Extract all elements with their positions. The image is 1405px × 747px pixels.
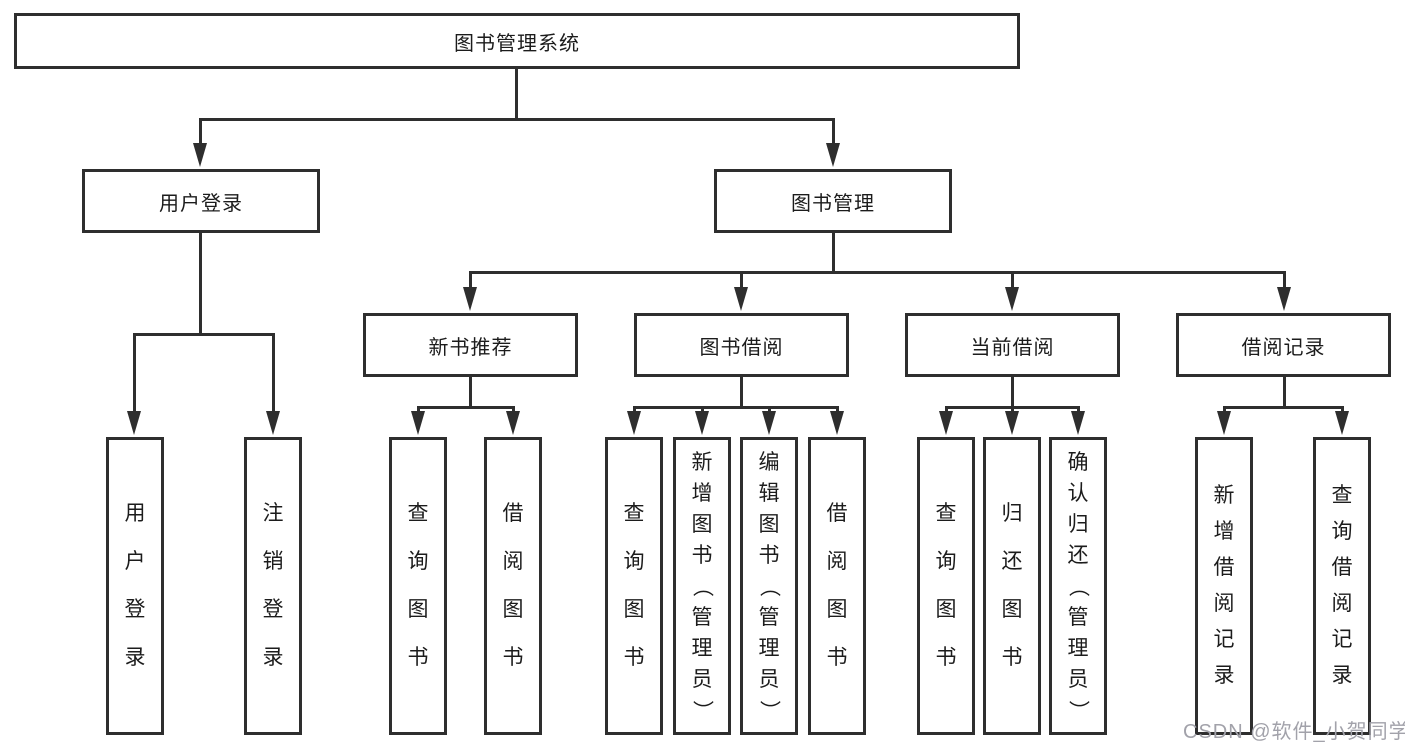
leaf-rec-query-books: 查询图书: [389, 437, 447, 735]
node-user-login: 用户登录: [82, 169, 320, 233]
leaf-borrow-query-books-label: 查询图书: [623, 502, 645, 669]
leaf-rec-borrow-books: 借阅图书: [484, 437, 542, 735]
arrowhead-cb-confirm: [1071, 411, 1085, 435]
node-book-management: 图书管理: [714, 169, 952, 233]
leaf-borrow-books-label: 借阅图书: [826, 502, 848, 669]
leaf-edit-books-admin: 编辑图书（管理员）: [740, 437, 798, 735]
node-borrowing-records: 借阅记录: [1176, 313, 1391, 377]
leaf-query-borrow-record: 查询借阅记录: [1313, 437, 1371, 735]
leaf-logout: 注销登录: [244, 437, 302, 735]
leaf-edit-books-admin-label: 编辑图书（管理员）: [757, 450, 781, 721]
leaf-add-borrow-record-label: 新增借阅记录: [1213, 484, 1235, 687]
node-new-book-recommendation: 新书推荐: [363, 313, 578, 377]
arrowhead-rec-borrow: [506, 411, 520, 435]
leaf-add-books-admin: 新增图书（管理员）: [673, 437, 731, 735]
arrowhead-book-mgmt: [826, 143, 840, 167]
node-book-borrowing-label: 图书借阅: [699, 336, 784, 359]
arrowhead-user-login: [193, 143, 207, 167]
arrowhead-borrow-records: [1277, 287, 1291, 311]
leaf-borrow-books: 借阅图书: [808, 437, 866, 735]
leaf-add-books-admin-label: 新增图书（管理员）: [690, 450, 714, 721]
arrowhead-bb-borrow: [830, 411, 844, 435]
leaf-borrow-query-books: 查询图书: [605, 437, 663, 735]
connector-root-bar: [199, 118, 835, 121]
connector-user-login-stem: [199, 233, 202, 336]
node-new-book-recommendation-label: 新书推荐: [428, 336, 513, 359]
connector-book-mgmt-stem: [832, 233, 835, 274]
leaf-return-books: 归还图书: [983, 437, 1041, 735]
connector-new-book-rec-bar: [417, 406, 515, 409]
leaf-current-query-books-label: 查询图书: [935, 502, 957, 669]
connector-drop-login: [133, 333, 136, 415]
connector-user-login-bar: [133, 333, 275, 336]
connector-root-stem: [515, 69, 518, 121]
connector-drop-book-mgmt: [832, 118, 835, 150]
arrowhead-book-borrow: [734, 287, 748, 311]
leaf-query-borrow-record-label: 查询借阅记录: [1331, 484, 1353, 687]
arrowhead-br-add: [1217, 411, 1231, 435]
node-root-label: 图书管理系统: [454, 32, 580, 55]
connector-drop-book-borrow: [740, 271, 743, 291]
connector-new-book-rec-stem: [469, 377, 472, 409]
arrowhead-bb-edit: [762, 411, 776, 435]
leaf-user-login-label: 用户登录: [124, 502, 146, 669]
connector-drop-current-borrow: [1011, 271, 1014, 291]
leaf-return-books-label: 归还图书: [1001, 502, 1023, 669]
node-current-borrowing-label: 当前借阅: [970, 336, 1055, 359]
leaf-add-borrow-record: 新增借阅记录: [1195, 437, 1253, 735]
leaf-rec-query-books-label: 查询图书: [407, 502, 429, 669]
connector-drop-new-book-rec: [469, 271, 472, 291]
connector-borrow-records-stem: [1283, 377, 1286, 409]
arrowhead-br-query: [1335, 411, 1349, 435]
arrowhead-cb-return: [1005, 411, 1019, 435]
leaf-rec-borrow-books-label: 借阅图书: [502, 502, 524, 669]
leaf-confirm-return-admin: 确认归还（管理员）: [1049, 437, 1107, 735]
node-book-borrowing: 图书借阅: [634, 313, 849, 377]
connector-drop-borrow-records: [1283, 271, 1286, 291]
connector-drop-logout: [272, 333, 275, 415]
node-current-borrowing: 当前借阅: [905, 313, 1120, 377]
arrowhead-rec-query: [411, 411, 425, 435]
connector-drop-user-login: [199, 118, 202, 150]
leaf-logout-label: 注销登录: [262, 502, 284, 669]
leaf-user-login: 用户登录: [106, 437, 164, 735]
connector-book-borrow-stem: [740, 377, 743, 409]
node-book-management-label: 图书管理: [791, 192, 875, 215]
leaf-confirm-return-admin-label: 确认归还（管理员）: [1066, 450, 1090, 721]
connector-book-mgmt-bar: [469, 271, 1286, 274]
connector-borrow-records-bar: [1223, 406, 1343, 409]
connector-current-borrow-stem: [1011, 377, 1014, 409]
arrowhead-new-book-rec: [463, 287, 477, 311]
arrowhead-current-borrow: [1005, 287, 1019, 311]
arrowhead-bb-add: [695, 411, 709, 435]
node-borrowing-records-label: 借阅记录: [1241, 336, 1326, 359]
arrowhead-cb-query: [939, 411, 953, 435]
connector-book-borrow-bar: [633, 406, 838, 409]
csdn-watermark: CSDN @软件_小贺同学: [1183, 721, 1405, 743]
arrowhead-logout: [266, 411, 280, 435]
node-user-login-label: 用户登录: [159, 192, 243, 215]
leaf-current-query-books: 查询图书: [917, 437, 975, 735]
node-root: 图书管理系统: [14, 13, 1020, 69]
arrowhead-login: [127, 411, 141, 435]
arrowhead-bb-query: [627, 411, 641, 435]
